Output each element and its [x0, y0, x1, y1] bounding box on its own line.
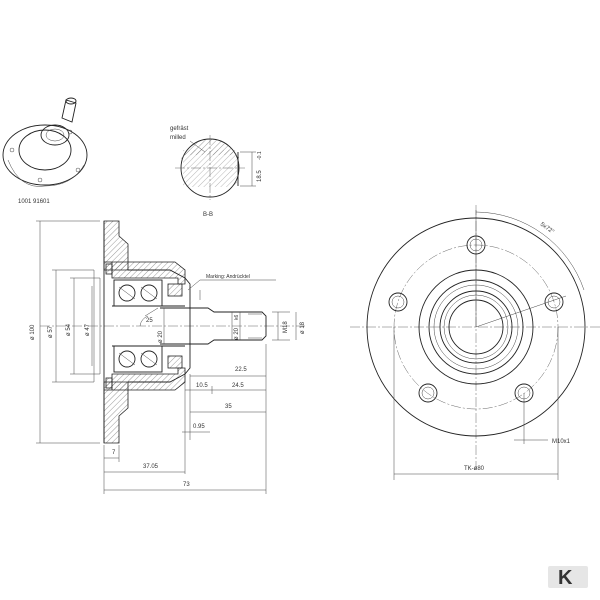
- dim-d20k6: ø 20: [234, 327, 240, 340]
- section-view: Marking: Andrücktel ø 100 ø 57 ø 54 ø 47…: [30, 220, 306, 494]
- seal-lower: [105, 377, 113, 389]
- logo-letter: K: [558, 567, 573, 589]
- dim-angle-25: 25: [146, 318, 153, 324]
- iso-flange: [2, 124, 88, 186]
- iso-part-number: 1001 91601: [18, 199, 50, 205]
- dim-7: 7: [112, 450, 116, 456]
- dim-73: 73: [183, 482, 190, 488]
- milled-note-en: milled: [170, 135, 186, 141]
- iso-hub: [18, 129, 72, 171]
- seal-upper: [105, 263, 113, 275]
- thread-label: M10x1: [552, 439, 571, 445]
- stub-axle: [160, 307, 267, 345]
- pcd-label: TK-ø80: [464, 466, 485, 472]
- dim-10-5: 10.5: [196, 383, 208, 389]
- iso-bearing-ring: [40, 124, 70, 146]
- brand-logo: K: [548, 566, 588, 589]
- dim-d57: ø 57: [48, 325, 54, 338]
- dim-d47: ø 47: [85, 323, 91, 336]
- section-label: B-B: [203, 212, 213, 218]
- ball-1: [118, 284, 136, 302]
- dim-d54: ø 54: [66, 323, 72, 336]
- dim-m18: M18: [283, 321, 289, 333]
- nut-upper: [167, 283, 183, 297]
- dim-35: 35: [225, 404, 232, 410]
- flange-lower: [103, 381, 129, 444]
- bolt-hole-4: [418, 383, 438, 403]
- dim-d100: ø 100: [30, 324, 36, 340]
- bearing-upper: [113, 279, 163, 307]
- flat-dimension: 18.5: [257, 170, 263, 182]
- hub-lower: [104, 367, 186, 391]
- dim-22-5: 22.5: [235, 367, 247, 373]
- ball-3: [118, 350, 136, 368]
- milled-note-de: gefräst: [170, 126, 189, 132]
- marking-label: Marking: Andrücktel: [206, 274, 250, 280]
- dim-37-05: 37.05: [143, 464, 159, 470]
- flat-dimension-tol: -0.1: [257, 151, 263, 160]
- ball-4: [140, 350, 158, 368]
- dim-d20: ø 20: [158, 330, 164, 343]
- nut-lower: [167, 355, 183, 369]
- bearing-lower: [113, 345, 163, 373]
- bolt-hole-5: [388, 292, 408, 312]
- isometric-view: 1001 91601: [2, 97, 88, 205]
- hub-upper: [104, 261, 186, 285]
- dim-d20k6-tol: k6: [234, 315, 240, 321]
- dim-d18: ø 18: [300, 321, 306, 334]
- iso-stub-axle: [61, 99, 77, 123]
- section-detail: gefräst milled 18.5 -0.1 B-B: [170, 126, 263, 218]
- front-view: 5x72° M10x1 TK-ø80: [350, 205, 600, 480]
- ball-2: [140, 284, 158, 302]
- dim-24-5: 24.5: [232, 383, 244, 389]
- angle-label: 5x72°: [539, 222, 556, 236]
- dim-0-95: 0.95: [193, 424, 205, 430]
